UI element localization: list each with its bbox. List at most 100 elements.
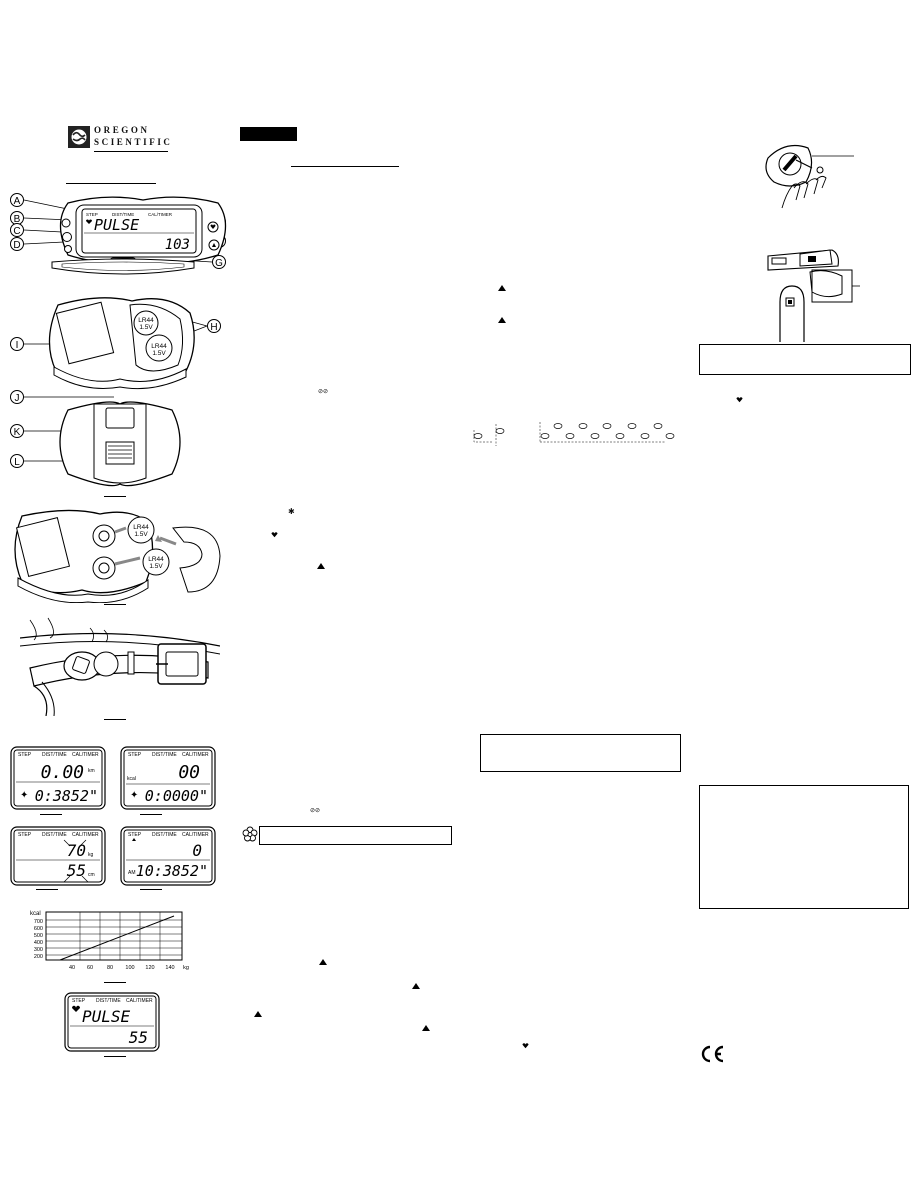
logo-underline (94, 151, 168, 152)
graph-ytick-4: 300 (34, 947, 43, 953)
mode-icon: ⊘⊘ (310, 808, 321, 814)
s4-tab-dist: DIST/TIME (152, 832, 177, 838)
s3-subunit: cm (88, 872, 95, 878)
front-tab-cal: CAL/TIMER (148, 212, 173, 217)
s4-time: 10:3852" (136, 862, 208, 880)
brand-line1: OREGON (94, 125, 150, 135)
start-triangle-icon (254, 1011, 262, 1017)
s5-tab-dist: DIST/TIME (96, 998, 121, 1004)
graph-line (59, 915, 175, 961)
battery1-volt: 1.5V (139, 324, 153, 331)
start-triangle-icon (422, 1025, 430, 1031)
fig-caption-rule-3 (104, 719, 126, 720)
front-tab-step: STEP (86, 212, 98, 217)
lcd-screen-clock: STEP DIST/TIME CAL/TIMER 0 AM 10:3852" (120, 826, 216, 886)
graph-xtick-5: 140 (165, 965, 174, 971)
s5-tab-step: STEP (72, 998, 86, 1004)
s2-main: 00 (178, 762, 200, 783)
graph-xtick-2: 80 (107, 965, 113, 971)
set-button[interactable] (62, 232, 72, 242)
finger-sensor-illustration (767, 249, 860, 342)
s3-tab-step: STEP (18, 832, 32, 838)
s3-sub: 55 (67, 861, 86, 880)
s2-runner-icon: ✦ (130, 790, 138, 801)
s5-pulse-label: PULSE (82, 1007, 131, 1026)
fig-caption-rule-8 (104, 982, 126, 983)
s2-tab-step: STEP (128, 752, 142, 758)
section-rule (66, 183, 156, 184)
lcd-screen-pulse: STEP DIST/TIME CAL/TIMER PULSE 55 (64, 992, 160, 1052)
start-triangle-icon (319, 959, 327, 965)
graph-xtick-1: 60 (87, 965, 93, 971)
fig-caption-rule-5 (140, 814, 162, 815)
graph-ytick-2: 500 (34, 933, 43, 939)
brand-globe-icon (68, 126, 90, 148)
caution-box (480, 734, 681, 772)
heart-icon (736, 397, 743, 403)
s3-tab-cal: CAL/TIMER (72, 832, 99, 838)
note-box (259, 826, 452, 845)
s2-tab-dist: DIST/TIME (152, 752, 177, 758)
s2-tab-cal: CAL/TIMER (182, 752, 209, 758)
fig-caption-rule-7 (140, 889, 162, 890)
tip-flower-icon (242, 826, 258, 842)
heading-rule (291, 166, 399, 167)
lcd-screen-calories: STEP DIST/TIME CAL/TIMER 00 kcal ✦ 0:000… (120, 746, 216, 810)
graph-ytick-5: 200 (34, 954, 43, 960)
s5-tab-cal: CAL/TIMER (126, 998, 153, 1004)
battery3-volt: 1.5V (134, 531, 148, 538)
belt-clip-illustration (51, 258, 195, 275)
graph-ytick-0: 700 (34, 919, 43, 925)
graph-xtick-3: 100 (125, 965, 134, 971)
battery4-volt: 1.5V (149, 563, 163, 570)
ce-mark-icon (701, 1045, 724, 1063)
start-triangle-icon (498, 317, 506, 323)
calorie-weight-graph: kcal 700 600 500 400 300 200 40 60 80 10… (30, 911, 189, 971)
s4-unit: AM (128, 870, 136, 876)
callout-b: B (14, 214, 21, 225)
s2-unit: kcal (127, 776, 136, 782)
callout-a: A (14, 196, 21, 207)
info-box (699, 344, 911, 375)
mode-button[interactable] (61, 218, 71, 228)
footsteps-illustration (473, 422, 675, 446)
fig-caption-rule-1 (104, 496, 126, 497)
battery1-type: LR44 (138, 317, 154, 324)
callout-d: D (13, 240, 20, 251)
graph-xtick-4: 120 (145, 965, 154, 971)
s3-unit: kg (88, 852, 94, 858)
s1-tab-step: STEP (18, 752, 32, 758)
light-icon: ✱ (288, 507, 295, 516)
s4-tab-cal: CAL/TIMER (182, 832, 209, 838)
graph-ytick-1: 600 (34, 926, 43, 932)
warning-box (699, 785, 909, 909)
s3-main: 70 (67, 841, 86, 860)
callout-g: G (215, 258, 223, 269)
fig-caption-rule-9 (104, 1056, 126, 1057)
s5-pulse-value: 55 (129, 1028, 148, 1047)
start-triangle-icon (412, 983, 420, 989)
battery-insertion-illustration: LR44 1.5V LR44 1.5V (14, 509, 221, 603)
heart-icon (522, 1043, 529, 1049)
s1-unit: km (88, 768, 95, 774)
device-back-illustration: LR44 1.5V LR44 1.5V (48, 297, 195, 390)
callout-l: L (14, 457, 20, 468)
callout-i: I (16, 340, 19, 351)
device-front-illustration: STEP DIST/TIME CAL/TIMER PULSE 103 (59, 196, 227, 267)
callout-h: H (210, 322, 217, 333)
graph-ylabel: kcal (30, 911, 41, 917)
battery2-type: LR44 (151, 343, 167, 350)
fig-caption-rule-6 (36, 889, 58, 890)
front-pulse-value: 103 (165, 237, 190, 253)
lcd-screen-weight: STEP DIST/TIME CAL/TIMER 70 kg 55 cm (10, 826, 106, 886)
front-pulse-label: PULSE (94, 216, 139, 234)
battery4-type: LR44 (148, 556, 164, 563)
start-triangle-icon (317, 563, 325, 569)
belt-mounting-illustration (20, 617, 220, 716)
s4-main: 0 (192, 841, 202, 860)
graph-xtick-0: 40 (69, 965, 75, 971)
s1-tab-cal: CAL/TIMER (72, 752, 99, 758)
s5-heart-icon (72, 1005, 80, 1012)
graph-xunit: kg (183, 965, 189, 971)
light-button[interactable] (64, 245, 72, 253)
